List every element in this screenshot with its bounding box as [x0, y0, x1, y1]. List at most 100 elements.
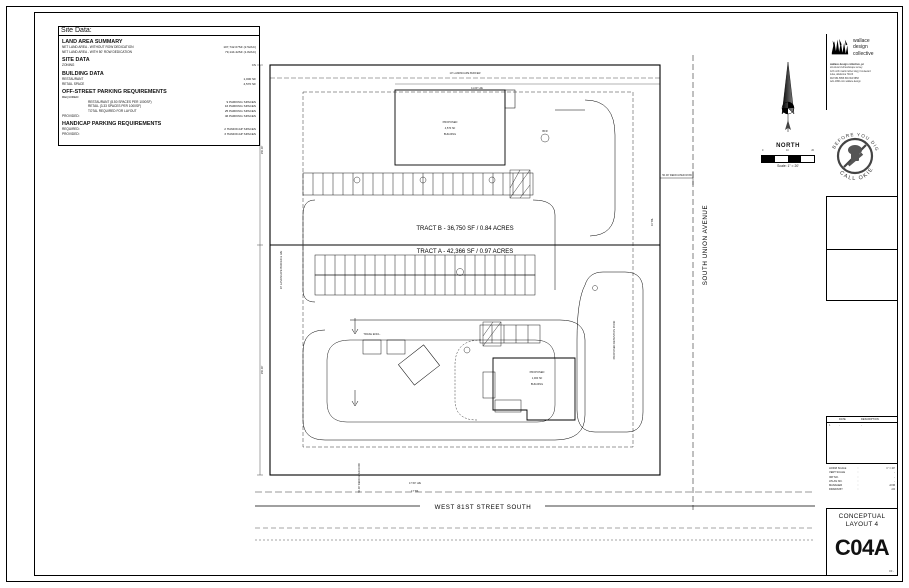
table-row: RETAIL SPACE 4,570 SF: [62, 82, 256, 87]
section-heading: LAND AREA SUMMARY: [62, 39, 123, 45]
row-value: 16 PARKING SPACES: [224, 104, 256, 109]
section-heading: SITE DATA: [62, 57, 90, 64]
info-key: DRAWN BY: [829, 488, 843, 492]
hatched-area-2: [482, 321, 502, 347]
site-data-section: OFF-STREET PARKING REQUIREMENTS REQUIRED…: [62, 89, 256, 118]
drive-loop: [302, 319, 586, 441]
trash-enclosure-label: TRASH ENCL.: [363, 332, 380, 336]
row-label: RESTAURANT (8.50 SPACES PER 1000SF): [88, 99, 152, 104]
logo-line-3: collective: [853, 50, 874, 57]
table-row: MANAGER : AXM: [829, 484, 895, 488]
proposed-building-upper: [394, 89, 506, 166]
section-heading: BUILDING DATA: [62, 70, 104, 77]
info-key: ATLAS NO.: [829, 479, 843, 483]
sheet-info-block: HORIZ SCALE : 1" = 20' VERT SCALE : - ID…: [826, 466, 898, 506]
site-data-table: Site Data: LAND AREA SUMMARY NET LAND AR…: [58, 26, 260, 146]
sheet-border-outer: [6, 6, 903, 582]
row-value: 1,000 SF: [243, 76, 256, 81]
drawing-title-line1: CONCEPTUAL: [838, 513, 886, 520]
north-label: NORTH: [776, 143, 800, 149]
row-value: 2 HANDICAP SPACES: [224, 127, 256, 132]
table-row: TOTAL REQUIRED FOR LAYOUT 25 PARKING SPA…: [62, 109, 256, 114]
table-row: 1 - -: [827, 423, 897, 428]
buffer-left-label: 10' LANDSCAPE BUFFER & U/E: [279, 251, 283, 290]
building-upper-line2: 4,570 SF: [445, 126, 456, 130]
info-sep: :: [857, 484, 859, 488]
dim-left-1: 150.00': [260, 145, 264, 154]
bl-bottom-label: 17' B/L: [411, 489, 420, 493]
scale-tick: 10: [786, 149, 789, 152]
building-lower-line2: 1,000 SF: [532, 376, 543, 380]
sheet-number: C04A: [834, 534, 890, 560]
row-value: 4,570 SF: [243, 81, 256, 86]
site-data-section: LAND AREA SUMMARY NET LAND AREA - WITHOU…: [62, 39, 256, 54]
dim-left-2: 150.00': [260, 365, 264, 374]
call-okie-seal: BEFORE YOU DIG CALL OKIE: [824, 126, 886, 186]
row-label: TOTAL REQUIRED FOR LAYOUT: [88, 108, 137, 113]
table-row: RETAIL (3.33 SPACES PER 1000SF) 16 PARKI…: [62, 104, 256, 109]
table-row: NET LAND AREA - WITH 50' ROW DEDICATION …: [62, 50, 256, 55]
landscape-buffer-label: 10' LANDSCAPE BUFFER: [450, 71, 481, 75]
company-logo-block: wallace design collective wallace design…: [826, 34, 898, 110]
row-label: PROVIDED:: [62, 113, 80, 118]
revision-header-row: DATE DESCRIPTION: [827, 417, 897, 423]
parking-mid: [314, 254, 536, 296]
row-label: RETAIL (3.33 SPACES PER 1000SF): [88, 104, 142, 109]
tract-b-label: TRACT B - 36,750 SF / 0.84 ACRES: [416, 226, 513, 232]
table-row: RESTAURANT 1,000 SF: [62, 77, 256, 82]
section-subheading: REQUIRED:: [62, 95, 80, 100]
section-heading: OFF-STREET PARKING REQUIREMENTS: [62, 89, 167, 96]
info-value: -: [894, 475, 895, 479]
proposed-building-lower: [492, 357, 576, 421]
ue-top-label: 11.00' U/E: [471, 86, 483, 90]
row-value: CS: [251, 63, 256, 68]
scale-tick: 0: [762, 149, 764, 152]
logo-line-2: design: [853, 44, 868, 51]
table-row: IDP NO. : -: [829, 476, 895, 480]
table-row: PROVIDED: 3 HANDICAP SPACES: [62, 132, 256, 137]
row-label: REQUIRED:: [62, 127, 80, 132]
row-label: RESTAURANT: [62, 76, 84, 81]
info-key: HORIZ SCALE: [829, 467, 847, 470]
row-value: 9 PARKING SPACES: [226, 99, 256, 104]
call-okie-icon: BEFORE YOU DIG CALL OKIE: [831, 132, 879, 182]
section-heading: HANDICAP PARKING REQUIREMENTS: [62, 121, 162, 128]
parking-upper: [302, 172, 534, 196]
row-value: 3 HANDICAP SPACES: [224, 131, 256, 136]
revision-col-desc: DESCRIPTION: [861, 418, 879, 421]
info-sep: :: [857, 488, 859, 492]
building-upper-line1: PROPOSED: [443, 120, 458, 124]
detention-pond: [576, 271, 644, 433]
row-label: NET LAND AREA - WITH 50' ROW DEDICATION: [62, 49, 132, 54]
revision-no: 1: [829, 424, 831, 427]
table-row: ATLAS NO. : -: [829, 480, 895, 484]
scale-ticks: 0 10 20: [762, 149, 814, 152]
address-line: tulsa, oklahoma 74103: [830, 74, 854, 77]
street-label-east: SOUTH UNION AVENUE: [702, 205, 709, 285]
scale-bar: [761, 155, 815, 163]
table-row: REQUIRED: 2 HANDICAP SPACES: [62, 127, 256, 132]
wallace-logo-icon: [830, 38, 850, 57]
address-line: structural civil landscape survey: [830, 67, 863, 70]
row-left-label: 50.00' DEDICATED ROW: [357, 463, 361, 493]
table-row: DRAWN BY : JJJ: [829, 488, 895, 492]
info-value: -: [894, 479, 895, 483]
street-label-south: WEST 81ST STREET SOUTH: [435, 504, 532, 511]
info-sep: :: [857, 479, 859, 483]
setback-line: [302, 91, 634, 448]
info-key: MANAGER: [829, 484, 843, 488]
info-sep: :: [857, 475, 859, 479]
info-key: IDP NO.: [829, 475, 839, 479]
north-arrow-block: NORTH 0 10 20 Scale: 1" = 20': [757, 58, 819, 173]
info-value: AXM: [889, 484, 895, 488]
site-plan-svg: TRACT B - 36,750 SF / 0.84 ACRES TRACT A…: [255, 55, 815, 541]
site-data-section: BUILDING DATA RESTAURANT 1,000 SF RETAIL…: [62, 71, 256, 86]
building-upper-line3: BUILDING: [444, 132, 456, 136]
title-block: CONCEPTUAL LAYOUT 4 C04A OF -: [826, 508, 898, 576]
table-row: HORIZ SCALE : 1" = 20': [829, 467, 895, 471]
table-row: VERT SCALE : -: [829, 471, 895, 475]
table-row: NET LAND AREA - WITHOUT ROW DEDICATION 1…: [62, 45, 256, 50]
building-lower-line3: BUILDING: [531, 382, 543, 386]
detention-pond-label: PROPOSED DETENTION POND: [612, 321, 616, 360]
